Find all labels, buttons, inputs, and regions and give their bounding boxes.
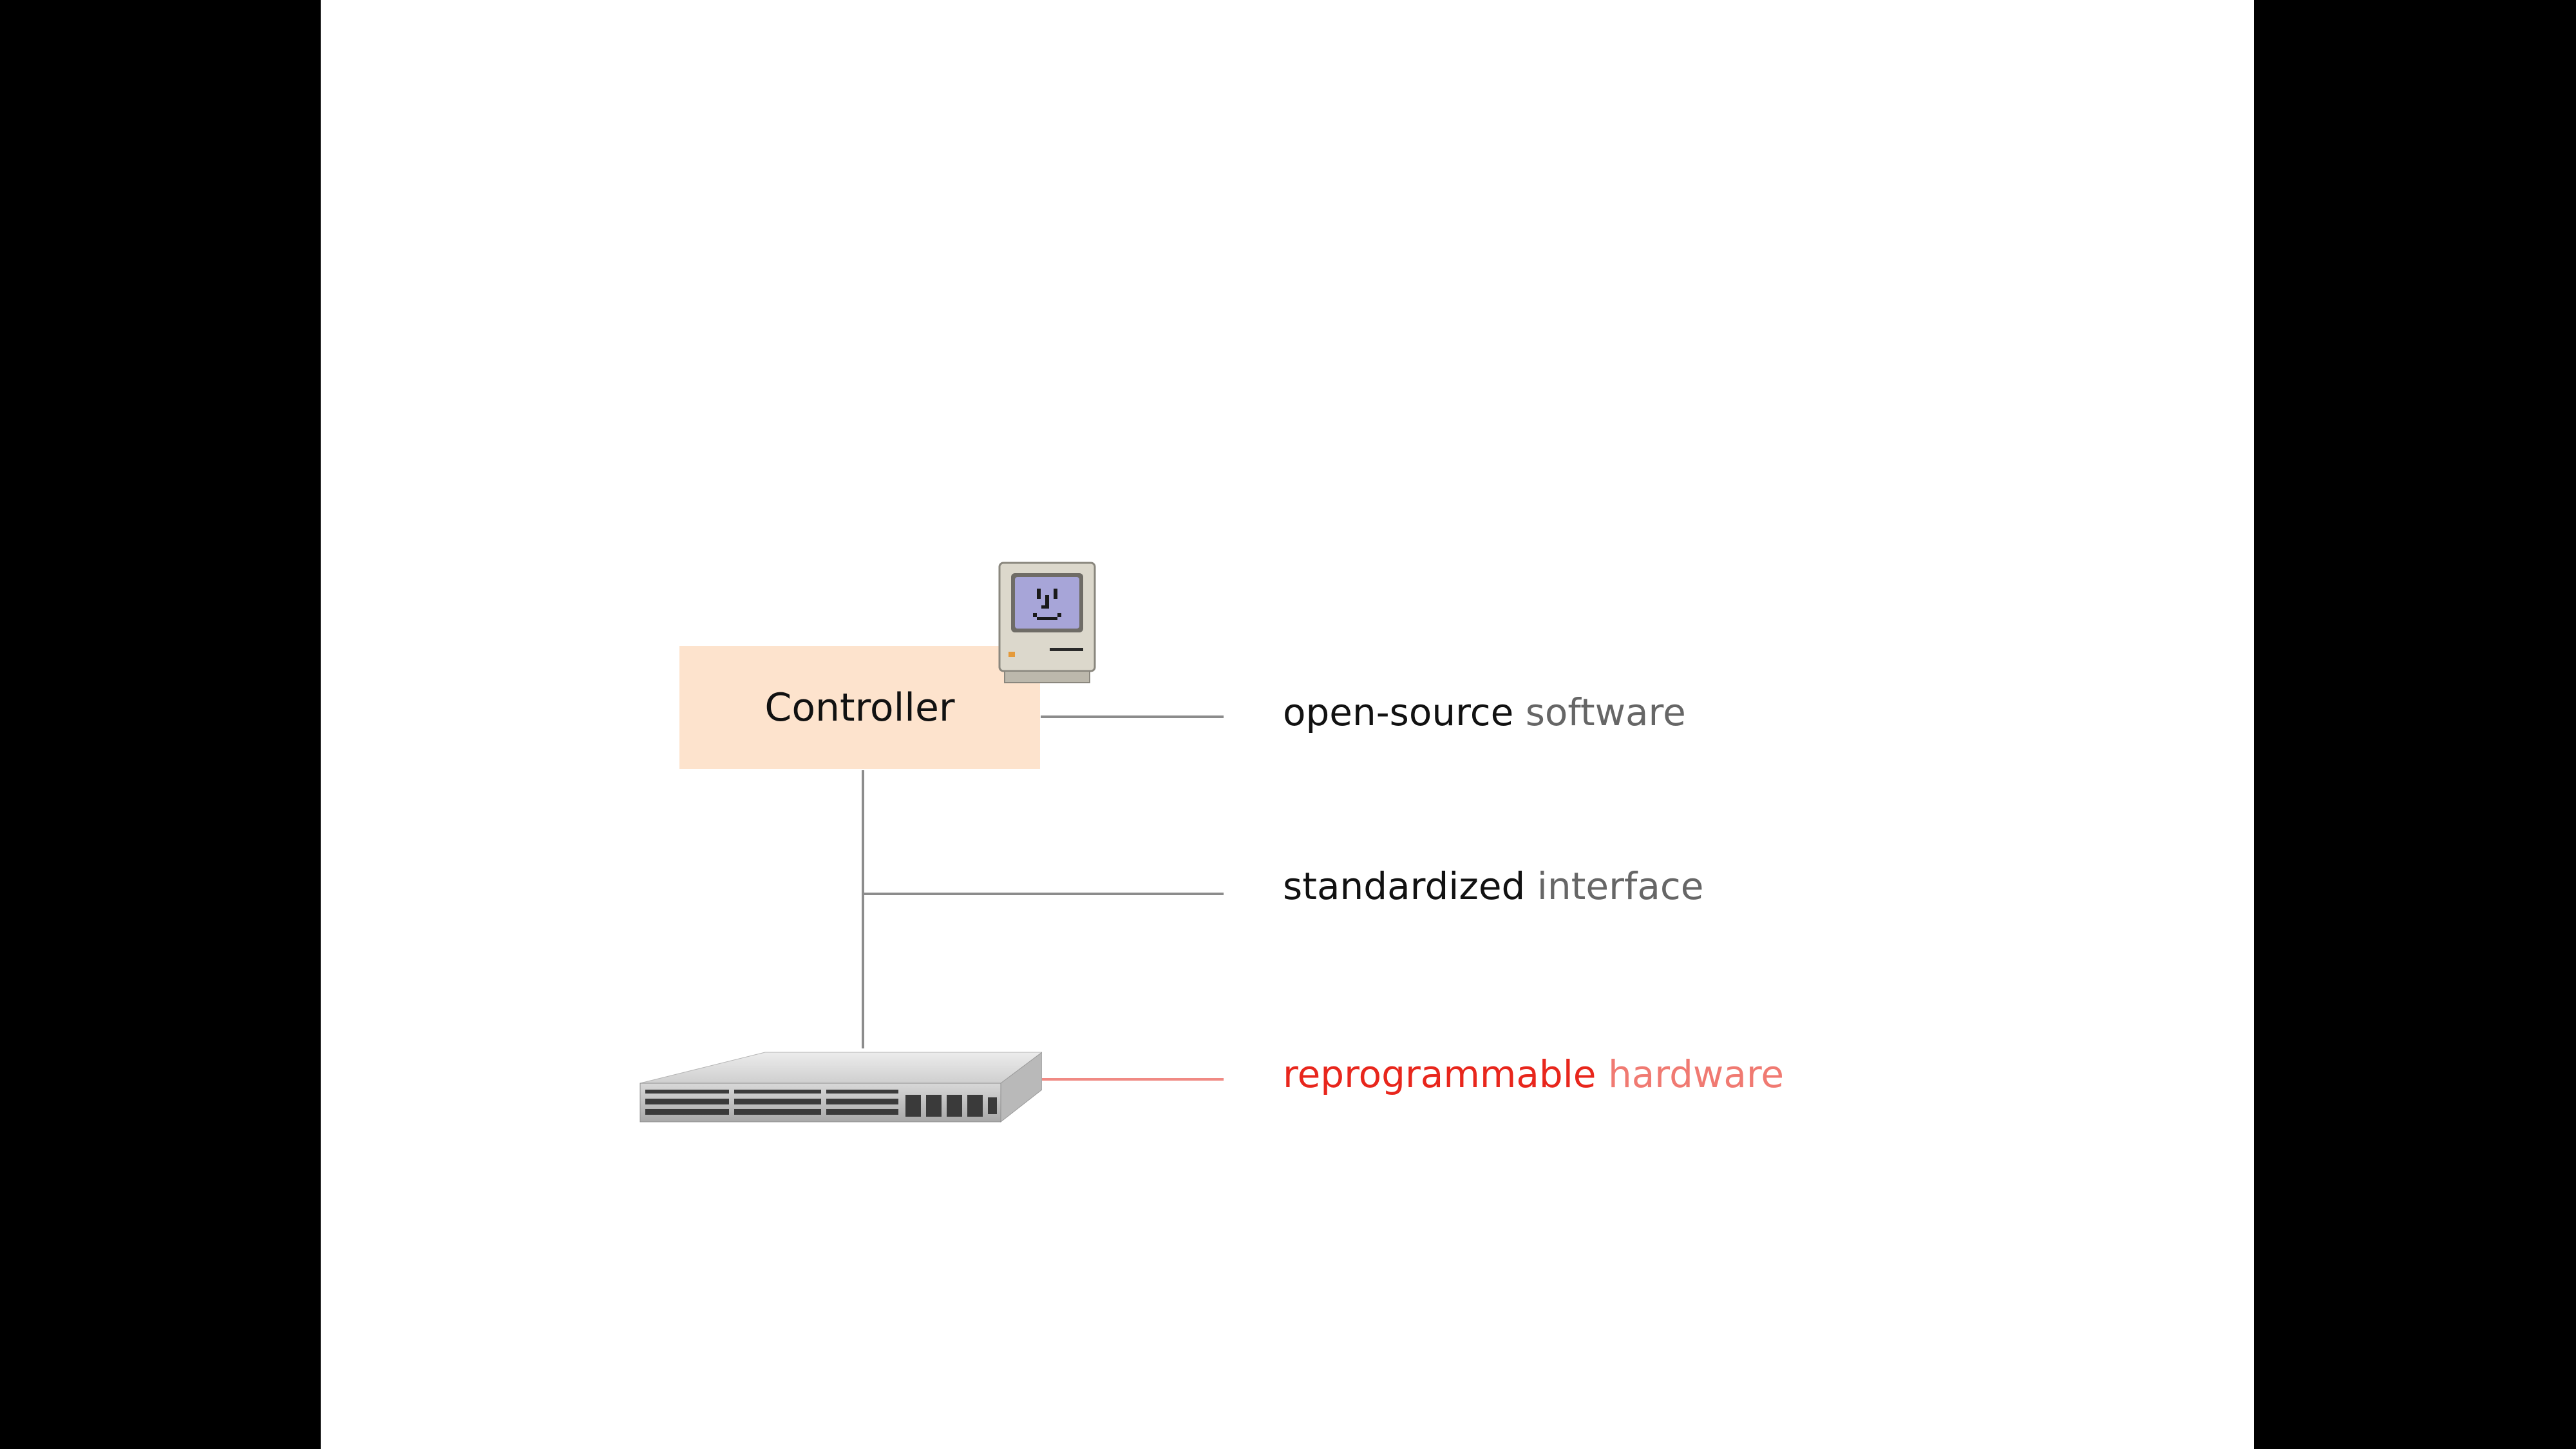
network-switch-icon: [639, 1052, 1042, 1123]
label-reprogrammable-hardware: reprogrammable hardware: [1283, 1052, 1784, 1096]
classic-mac-icon: [998, 562, 1096, 683]
software-connector-line: [1041, 715, 1224, 718]
controller-box: Controller: [679, 646, 1040, 769]
label-strong: standardized: [1283, 864, 1526, 908]
controller-switch-line: [862, 770, 864, 1048]
label-light: interface: [1537, 864, 1704, 908]
label-light: hardware: [1607, 1052, 1785, 1096]
label-standardized-interface: standardized interface: [1283, 864, 1703, 908]
controller-label: Controller: [764, 685, 955, 730]
interface-connector-line: [863, 893, 1224, 895]
slide: Controller: [321, 0, 2254, 1449]
label-strong: open-source: [1283, 690, 1514, 734]
label-open-source-software: open-source software: [1283, 690, 1686, 734]
label-strong: reprogrammable: [1283, 1052, 1596, 1096]
label-light: software: [1525, 690, 1686, 734]
hardware-connector-line: [1042, 1078, 1224, 1081]
